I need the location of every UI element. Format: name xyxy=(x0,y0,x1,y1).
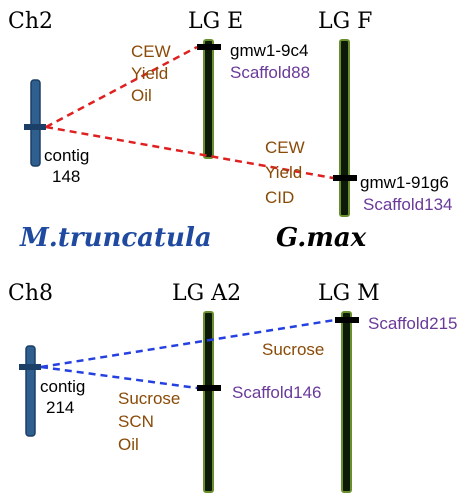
trait-lgf-1: CEW xyxy=(265,138,305,157)
synteny-line-contig148-lge xyxy=(45,45,198,129)
trait-lga2-3: Oil xyxy=(118,435,139,454)
contig-148-label-1: contig xyxy=(44,146,89,165)
marker-gmw1-91g6-label: gmw1-91g6 xyxy=(360,173,449,192)
ch2-chromosome xyxy=(30,79,41,167)
lg-m-chromosome xyxy=(341,311,352,493)
ch8-label: Ch8 xyxy=(8,281,53,306)
contig-148-marker xyxy=(24,124,46,130)
synteny-line-contig214-lga2 xyxy=(40,365,198,390)
trait-lge-3: Oil xyxy=(131,86,152,105)
lg-f-chromosome xyxy=(339,39,350,217)
trait-lgf-2: Yield xyxy=(265,163,302,182)
scaffold146-label: Scaffold146 xyxy=(232,383,321,402)
trait-lgf-3: CID xyxy=(265,188,294,207)
scaffold146-marker xyxy=(197,385,221,391)
lg-a2-label: LG A2 xyxy=(172,281,241,306)
lg-m-label: LG M xyxy=(318,281,380,306)
contig-214-marker xyxy=(19,364,41,370)
marker-gmw1-9c4-label: gmw1-9c4 xyxy=(230,41,308,60)
lg-e-chromosome xyxy=(203,39,214,159)
species-soybean-label: G.max xyxy=(276,223,367,253)
lg-e-label: LG E xyxy=(188,9,243,34)
scaffold134-label: Scaffold134 xyxy=(363,195,452,214)
scaffold88-label: Scaffold88 xyxy=(230,63,310,82)
trait-lge-2: Yield xyxy=(131,64,168,83)
species-medicago-label: M.truncatula xyxy=(19,223,212,253)
trait-lgm-1: Sucrose xyxy=(262,340,324,359)
contig-214-label-2: 214 xyxy=(46,398,74,417)
scaffold215-marker xyxy=(335,317,359,323)
gmw1-91g6-marker xyxy=(333,175,357,181)
ch8-chromosome xyxy=(25,345,36,437)
trait-lge-1: CEW xyxy=(131,42,171,61)
lg-a2-chromosome xyxy=(203,311,214,493)
contig-214-label-1: contig xyxy=(40,377,85,396)
contig-148-label-2: 148 xyxy=(52,167,80,186)
ch2-label: Ch2 xyxy=(8,9,53,34)
trait-lga2-2: SCN xyxy=(118,412,154,431)
gmw1-9c4-marker xyxy=(197,44,221,50)
trait-lga2-1: Sucrose xyxy=(118,389,180,408)
scaffold215-label: Scaffold215 xyxy=(368,314,457,333)
lg-f-label: LG F xyxy=(318,9,372,34)
synteny-line-contig148-lgf xyxy=(45,125,334,180)
synteny-line-contig214-lgm xyxy=(40,318,336,369)
